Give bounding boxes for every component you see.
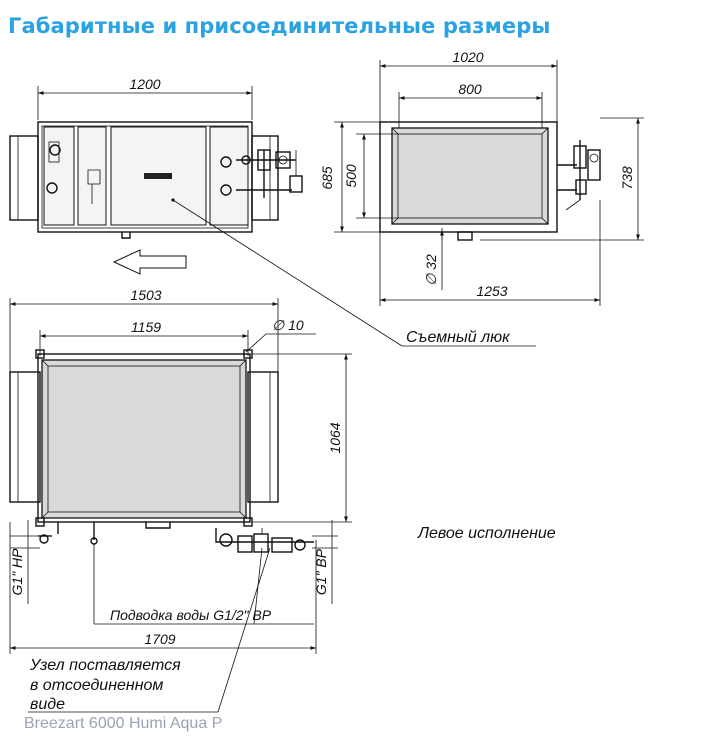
dim-end-height: 685: [319, 166, 335, 190]
left-version-label: Левое исполнение: [417, 525, 556, 542]
dim-pipe-vr: G1" ВР: [313, 548, 329, 595]
dim-end-depth: 1253: [476, 283, 507, 299]
hatch-leader: [172, 199, 403, 347]
dim-pipe-hp: G1" НР: [9, 548, 25, 596]
detached-note-line3: виде: [30, 696, 65, 713]
arrow-left-icon: [112, 249, 187, 275]
end-view: 1020 800 685 500 738: [319, 49, 644, 306]
dim-overall-length: 1709: [144, 631, 175, 647]
dim-side-inner: 1159: [131, 319, 161, 335]
top-view: 1200: [9, 76, 303, 239]
dim-end-width: 1020: [452, 49, 483, 65]
dim-end-total-height: 738: [619, 166, 635, 190]
detached-note-line1: Узел поставляется: [29, 657, 181, 674]
detached-note-line2: в отсоединенном: [30, 677, 163, 694]
dim-side-total: 1503: [130, 287, 161, 303]
dim-side-height: 1064: [327, 422, 343, 453]
dim-hole-diameter: ∅ 10: [272, 317, 304, 333]
dim-end-inner-width: 800: [458, 81, 482, 97]
dim-top-width: 1200: [129, 76, 160, 92]
water-supply-label: Подводка воды G1/2" ВР: [110, 607, 272, 623]
side-view: 1503 1159 ∅ 10: [9, 287, 352, 713]
page-title: Габаритные и присоединительные размеры: [8, 14, 551, 38]
hatch-label: Съемный люк: [406, 329, 511, 346]
dim-drain-diameter: ∅ 32: [423, 254, 439, 286]
model-caption: Breezart 6000 Humi Aqua P: [24, 715, 223, 732]
dim-end-inner-height: 500: [343, 164, 359, 188]
